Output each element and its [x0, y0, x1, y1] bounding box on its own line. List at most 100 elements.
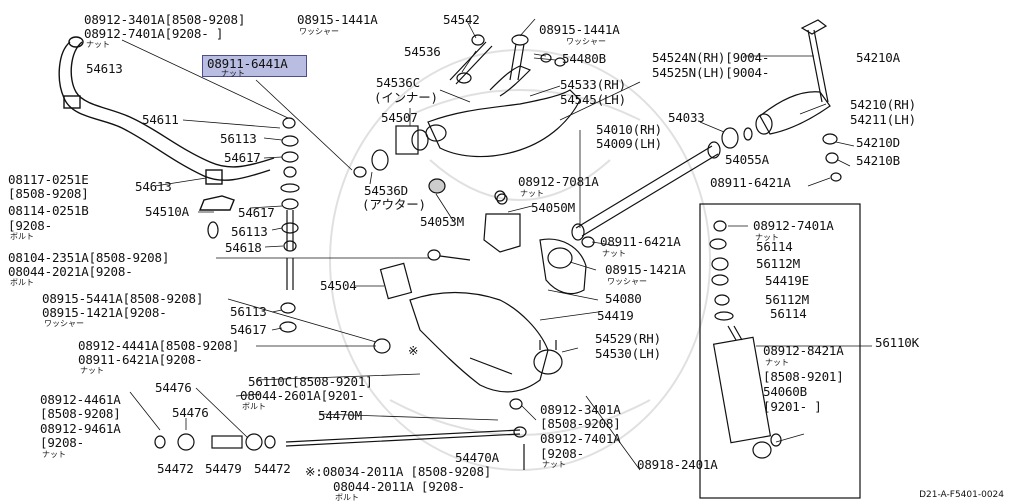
- watermark-emblem: [329, 49, 711, 471]
- part-label[interactable]: 08044-2601A[9201-: [240, 388, 365, 403]
- part-label[interactable]: 54033: [668, 110, 705, 125]
- part-label[interactable]: 54472: [254, 461, 291, 476]
- part-label[interactable]: 08912-7401A: [540, 431, 621, 446]
- part-label[interactable]: 08915-5441A[8508-9208]: [42, 291, 204, 306]
- part-label[interactable]: 54476: [155, 380, 192, 395]
- figure-code: D21-A-F5401-0024: [919, 490, 1004, 500]
- part-note: ボルト: [335, 493, 359, 502]
- part-label[interactable]: 54545(LH): [560, 92, 626, 107]
- part-label[interactable]: 54617: [238, 205, 275, 220]
- part-label[interactable]: 08911-6421A: [600, 234, 681, 249]
- part-label[interactable]: 54510A: [145, 204, 189, 219]
- part-label[interactable]: 54080: [605, 291, 642, 306]
- part-label[interactable]: 08912-3401A[8508-9208]: [84, 12, 246, 27]
- part-label[interactable]: 54210B: [856, 153, 900, 168]
- part-label[interactable]: 54470A: [455, 450, 499, 465]
- part-label[interactable]: 08912-7081A: [518, 174, 599, 189]
- part-label[interactable]: 56113: [230, 304, 267, 319]
- part-label[interactable]: 54618: [225, 240, 262, 255]
- part-label[interactable]: 54613: [135, 179, 172, 194]
- part-label[interactable]: 08117-0251E: [8, 172, 89, 187]
- highlighted-part-sub: ナット: [221, 69, 245, 78]
- part-label: [8508-9208]: [40, 406, 121, 421]
- part-label[interactable]: 08915-1441A: [539, 22, 620, 37]
- part-label[interactable]: 54536: [404, 44, 441, 59]
- part-label[interactable]: 54536D: [364, 183, 408, 198]
- part-label[interactable]: 56113: [231, 224, 268, 239]
- part-label[interactable]: 54419E: [765, 273, 809, 288]
- part-label[interactable]: 08915-1421A: [605, 262, 686, 277]
- part-label[interactable]: 54525N(LH)[9004-: [652, 65, 770, 80]
- part-label[interactable]: 08912-4461A: [40, 392, 121, 407]
- part-label[interactable]: 54470M: [318, 408, 362, 423]
- part-note: ボルト: [10, 232, 34, 241]
- upper-control-arm: [353, 34, 581, 178]
- part-label[interactable]: 08911-6421A[9208-: [78, 352, 203, 367]
- part-note: ナット: [602, 249, 626, 258]
- part-label[interactable]: 54507: [381, 110, 418, 125]
- part-label[interactable]: 54055A: [725, 152, 769, 167]
- part-label[interactable]: 54472: [157, 461, 194, 476]
- part-label[interactable]: 08044-2021A[9208-: [8, 264, 133, 279]
- part-label[interactable]: 56114: [770, 306, 807, 321]
- part-label[interactable]: 54533(RH): [560, 77, 626, 92]
- part-label[interactable]: 08915-1441A: [297, 12, 378, 27]
- part-label[interactable]: 54617: [230, 322, 267, 337]
- part-label[interactable]: 54530(LH): [595, 346, 661, 361]
- part-label[interactable]: 54053M: [420, 214, 464, 229]
- part-label[interactable]: 08912-9461A: [40, 421, 121, 436]
- part-label[interactable]: 08912-8421A: [763, 343, 844, 358]
- shock-absorber: [699, 203, 861, 499]
- part-label[interactable]: ※:08034-2011A [8508-9208]: [305, 464, 492, 479]
- part-label[interactable]: 54210D: [856, 135, 900, 150]
- part-note: ボルト: [242, 402, 266, 411]
- part-label: [8508-9201]: [763, 369, 844, 384]
- part-label[interactable]: 08912-4441A[8508-9208]: [78, 338, 240, 353]
- part-label[interactable]: 54529(RH): [595, 331, 661, 346]
- highlighted-part-number: 08911-6441A: [207, 56, 288, 71]
- part-label[interactable]: 08912-3401A: [540, 402, 621, 417]
- part-label[interactable]: 54611: [142, 112, 179, 127]
- part-note: ナット: [80, 366, 104, 375]
- part-label[interactable]: 54419: [597, 308, 634, 323]
- part-label: (インナー): [374, 90, 438, 105]
- part-label[interactable]: 54210(RH): [850, 97, 916, 112]
- part-label[interactable]: 56113: [220, 131, 257, 146]
- part-label[interactable]: 56114: [756, 239, 793, 254]
- part-label[interactable]: 54210A: [856, 50, 900, 65]
- part-label[interactable]: 54010(RH): [596, 122, 662, 137]
- part-label[interactable]: 54613: [86, 61, 123, 76]
- bumper-and-bracket: [428, 178, 521, 253]
- part-label[interactable]: 54617: [224, 150, 261, 165]
- part-label[interactable]: 54050M: [531, 200, 575, 215]
- part-label[interactable]: 08911-6421A: [710, 175, 791, 190]
- part-label[interactable]: 08912-7401A[9208- ]: [84, 26, 224, 41]
- part-label[interactable]: 08044-2011A [9208-: [333, 479, 465, 494]
- part-label[interactable]: 54504: [320, 278, 357, 293]
- part-label: [9201- ]: [763, 399, 822, 414]
- part-label[interactable]: 56112M: [765, 292, 809, 307]
- part-label[interactable]: 54060B: [763, 384, 807, 399]
- part-label[interactable]: 54524N(RH)[9004-: [652, 50, 770, 65]
- part-label[interactable]: 54479: [205, 461, 242, 476]
- part-label[interactable]: 54009(LH): [596, 136, 662, 151]
- part-label[interactable]: 54211(LH): [850, 112, 916, 127]
- part-label[interactable]: 56112M: [756, 256, 800, 271]
- part-label[interactable]: 08104-2351A[8508-9208]: [8, 250, 170, 265]
- part-label[interactable]: 08114-0251B: [8, 203, 89, 218]
- part-label[interactable]: 56110C[8508-9201]: [248, 374, 373, 389]
- part-label[interactable]: 56110K: [875, 335, 919, 350]
- part-label[interactable]: 08915-1421A[9208-: [42, 305, 167, 320]
- part-label[interactable]: 54542: [443, 12, 480, 27]
- part-label[interactable]: 54480B: [562, 51, 606, 66]
- torsion-bar: [496, 19, 842, 248]
- highlighted-part[interactable]: 08911-6441A ナット: [202, 55, 307, 78]
- part-label: [9208-: [40, 435, 84, 450]
- part-label[interactable]: 08912-7401A: [753, 218, 834, 233]
- part-note: ワッシャー: [566, 37, 606, 46]
- part-label: [8508-9208]: [540, 416, 621, 431]
- part-label[interactable]: 54476: [172, 405, 209, 420]
- part-label[interactable]: 08918-2401A: [637, 457, 718, 472]
- part-label[interactable]: 54536C: [376, 75, 420, 90]
